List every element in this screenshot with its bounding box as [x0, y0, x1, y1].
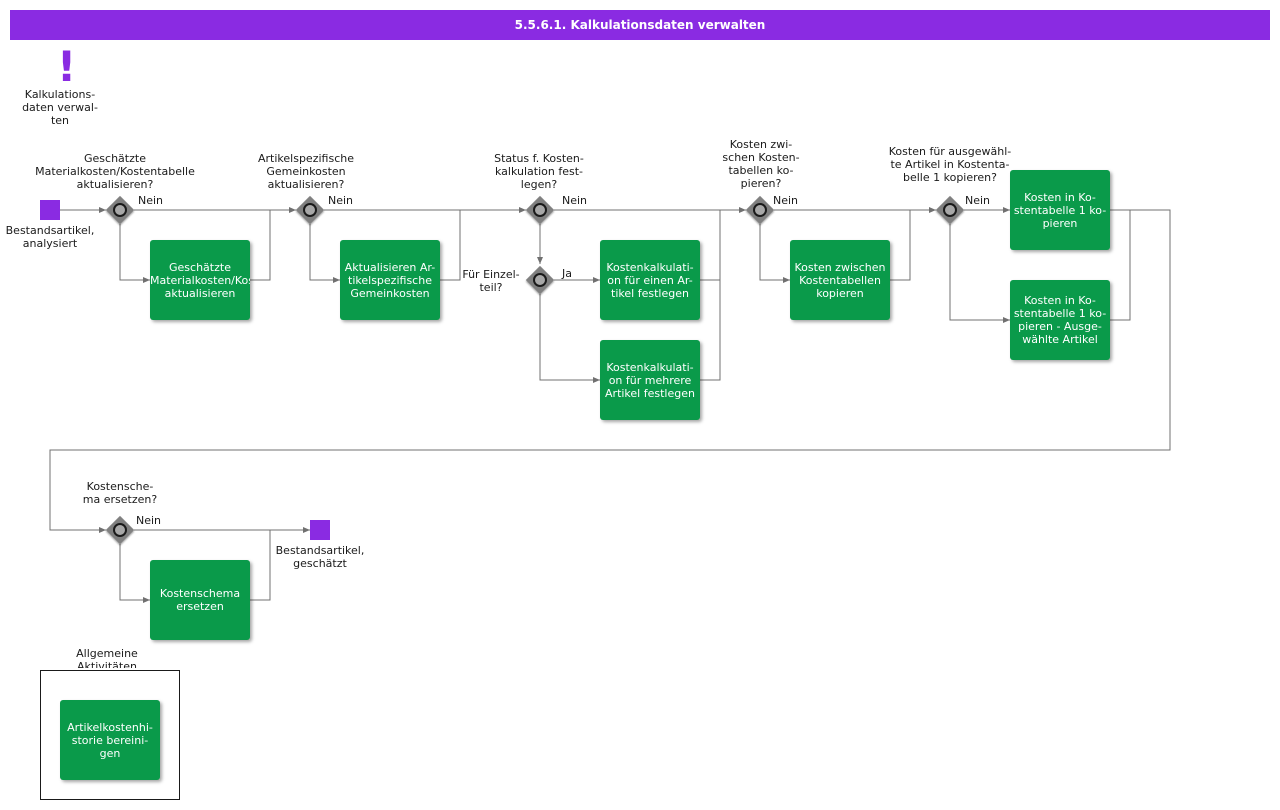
gateway-2-no-label: Nein	[328, 194, 354, 207]
group-label-clip: Allgemeine Aktivitäten	[60, 647, 154, 668]
gateway-1-no-label: Nein	[138, 194, 164, 207]
gateway-5[interactable]	[936, 196, 964, 224]
task-label: Geschätzte Materialkosten/Kostentabelle …	[150, 260, 250, 300]
task-update-overhead[interactable]: Aktualisieren Ar- tikelspezifische Gemei…	[340, 240, 440, 320]
task-label: Kostenkalkulati- on für mehrere Artikel …	[605, 360, 695, 400]
gateway-4[interactable]	[746, 196, 774, 224]
general-activities-group	[40, 670, 180, 800]
gateway-3-label: Status f. Kosten- kalkulation fest- lege…	[494, 152, 584, 191]
task-replace-cost-schema[interactable]: Kostenschema ersetzen	[150, 560, 250, 640]
gateway-6[interactable]	[106, 516, 134, 544]
gateway-3b[interactable]	[526, 266, 554, 294]
gateway-5-label: Kosten für ausgewähl- te Artikel in Kost…	[888, 145, 1012, 184]
gateway-4-label: Kosten zwi- schen Kosten- tabellen ko- p…	[722, 138, 800, 190]
task-copy-to-table-1[interactable]: Kosten in Ko- stentabelle 1 ko- pieren	[1010, 170, 1110, 250]
task-label: Kosten in Ko- stentabelle 1 ko- pieren -…	[1013, 294, 1107, 346]
task-label: Kostenschema ersetzen	[159, 587, 241, 613]
gateway-3-no-label: Nein	[562, 194, 588, 207]
task-label: Kostenkalkulati- on für einen Ar- tikel …	[606, 260, 694, 300]
page-title: 5.5.6.1. Kalkulationsdaten verwalten	[10, 10, 1270, 40]
start-event-label: Bestandsartikel, analysiert	[5, 224, 95, 250]
gateway-6-label: Kostensche- ma ersetzen?	[82, 480, 158, 506]
task-copy-to-table-1-selected[interactable]: Kosten in Ko- stentabelle 1 ko- pieren -…	[1010, 280, 1110, 360]
gateway-3b-label: Für Einzel- teil?	[462, 268, 520, 294]
group-label: Allgemeine Aktivitäten	[76, 647, 138, 668]
task-costing-multiple-items[interactable]: Kostenkalkulati- on für mehrere Artikel …	[600, 340, 700, 420]
start-event[interactable]	[40, 200, 60, 220]
gateway-2[interactable]	[296, 196, 324, 224]
gateway-1-label: Geschätzte Materialkosten/Kostentabelle …	[35, 152, 195, 191]
task-label: Aktualisieren Ar- tikelspezifische Gemei…	[344, 260, 436, 300]
task-label: Kosten zwischen Kostentabellen kopieren	[794, 260, 886, 300]
process-start-label: Kalkulations- daten verwal- ten	[22, 88, 98, 127]
gateway-2-label: Artikelspezifische Gemeinkosten aktualis…	[258, 152, 354, 191]
exclamation-icon: !	[57, 42, 77, 91]
task-label: Artikelkostenhi- storie bereini- gen	[67, 720, 153, 760]
gateway-6-no-label: Nein	[136, 514, 162, 527]
task-copy-between-tables[interactable]: Kosten zwischen Kostentabellen kopieren	[790, 240, 890, 320]
task-label: Kosten in Ko- stentabelle 1 ko- pieren	[1013, 190, 1107, 230]
task-clean-cost-history[interactable]: Artikelkostenhi- storie bereini- gen	[60, 700, 160, 780]
task-costing-single-item[interactable]: Kostenkalkulati- on für einen Ar- tikel …	[600, 240, 700, 320]
end-event-label: Bestandsartikel, geschätzt	[275, 544, 365, 570]
end-event[interactable]	[310, 520, 330, 540]
gateway-4-no-label: Nein	[773, 194, 799, 207]
gateway-3[interactable]	[526, 196, 554, 224]
gateway-1[interactable]	[106, 196, 134, 224]
gateway-5-no-label: Nein	[965, 194, 991, 207]
gateway-3b-yes-label: Ja	[562, 267, 572, 280]
task-update-material-costs[interactable]: Geschätzte Materialkosten/Kostentabelle …	[150, 240, 250, 320]
